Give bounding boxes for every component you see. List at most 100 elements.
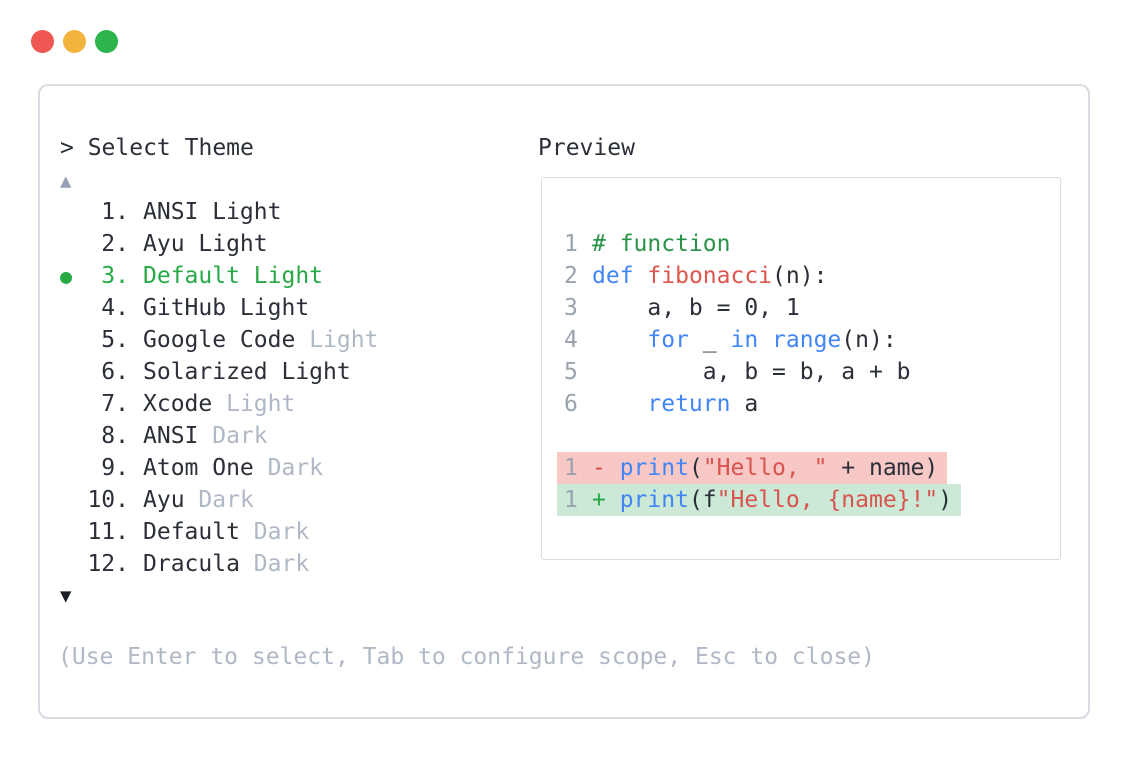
theme-item-name: Default Light	[143, 263, 324, 289]
code-token-diff_plus: +	[592, 487, 620, 513]
theme-item-name: Atom One	[143, 455, 254, 481]
code-token-diff_minus: -	[592, 455, 620, 481]
theme-item-label: Xcode Light	[143, 388, 295, 420]
code-token-function: fibonacci	[647, 263, 773, 289]
code-line-content: 1 + print(f"Hello, {name}!")	[557, 484, 962, 516]
theme-item-variant: Dark	[198, 487, 254, 513]
theme-item-label: Default Dark	[143, 516, 309, 548]
theme-item-name: Default	[143, 519, 240, 545]
line-number: 2	[564, 263, 578, 289]
code-token-plain: a	[730, 391, 759, 417]
window-close-button[interactable]	[31, 30, 54, 53]
theme-item-name: Google Code	[143, 327, 296, 353]
theme-item-variant: Light	[309, 327, 379, 353]
theme-item-name: Ayu	[143, 487, 185, 513]
line-number: 1	[564, 231, 578, 257]
theme-item-label: ANSI Light	[143, 196, 281, 228]
code-line-content: 4 for _ in range(n):	[564, 324, 897, 356]
theme-item-number: 2.	[101, 231, 129, 257]
theme-item-number: 4.	[101, 295, 129, 321]
line-number: 6	[564, 391, 578, 417]
theme-item-number: 10.	[87, 487, 129, 513]
theme-item-label: ANSI Dark	[143, 420, 268, 452]
theme-item-number: 8.	[101, 423, 129, 449]
code-line-content: 2 def fibonacci(n):	[564, 260, 827, 292]
code-line-content: 5 a, b = b, a + b	[564, 356, 911, 388]
code-line: 2 def fibonacci(n):	[564, 260, 1060, 292]
line-number: 5	[564, 359, 578, 385]
theme-item-number: 6.	[101, 359, 129, 385]
theme-item-label: Google Code Light	[143, 324, 378, 356]
code-token-plain: (n):	[772, 263, 828, 289]
code-token-string: "Hello, {name}!"	[716, 487, 939, 513]
theme-item-label: Atom One Dark	[143, 452, 323, 484]
preview-pane-title: Preview	[538, 135, 635, 161]
code-line: 4 for _ in range(n):	[564, 324, 1060, 356]
code-token-plain: (f	[688, 487, 717, 513]
theme-item-variant: Dark	[253, 519, 310, 545]
code-line-diff-removed: 1- print("Hello, " + name)	[557, 452, 1060, 484]
code-token-keyword: print	[619, 455, 689, 481]
window-minimize-button[interactable]	[63, 30, 86, 53]
theme-item-name: Dracula	[143, 551, 240, 577]
theme-item-label: Ayu Light	[143, 228, 268, 260]
code-token-plain: a, b = 0, 1	[592, 295, 800, 321]
select-theme-prompt: > Select Theme	[60, 135, 254, 161]
theme-item-label: Ayu Dark	[143, 484, 254, 516]
theme-item-variant: Dark	[253, 551, 310, 577]
window-zoom-button[interactable]	[95, 30, 118, 53]
theme-item-number: 9.	[101, 455, 129, 481]
code-token-plain: (n):	[841, 327, 897, 353]
line-number: 4	[564, 327, 578, 353]
code-line-diff-added: 1 + print(f"Hello, {name}!")	[557, 484, 1060, 516]
code-line-content: 1- print("Hello, " + name)	[557, 452, 948, 484]
code-line	[564, 420, 1060, 452]
selected-theme-dot-icon: ●	[60, 264, 73, 288]
code-token-plain	[592, 391, 647, 417]
code-token-plain	[758, 327, 772, 353]
theme-item-name: ANSI Light	[143, 199, 282, 225]
code-line: 1 # function	[564, 228, 1060, 260]
theme-item-number: 7.	[101, 391, 129, 417]
code-token-plain: + name)	[827, 455, 939, 481]
theme-item-number: 11.	[87, 519, 129, 545]
code-line-content: 1 # function	[564, 228, 730, 260]
code-token-plain	[634, 263, 648, 289]
code-token-keyword: def	[592, 263, 634, 289]
code-token-plain: a, b = b, a + b	[592, 359, 911, 385]
theme-item-name: Xcode	[143, 391, 213, 417]
scroll-up-icon[interactable]: ▲	[60, 170, 72, 192]
theme-item-variant: Light	[226, 391, 296, 417]
code-line: 3 a, b = 0, 1	[564, 292, 1060, 324]
theme-item-label: GitHub Light	[143, 292, 309, 324]
code-token-keyword: for	[647, 327, 689, 353]
code-token-keyword: in	[730, 327, 759, 353]
theme-item-name: Ayu Light	[143, 231, 268, 257]
theme-item-name: GitHub Light	[143, 295, 310, 321]
theme-item-variant: Dark	[212, 423, 268, 449]
code-line: 6 return a	[564, 388, 1060, 420]
code-token-keyword: return	[647, 391, 731, 417]
theme-item-number: 1.	[101, 199, 129, 225]
code-token-comment: # function	[592, 231, 731, 257]
theme-item-variant: Dark	[267, 455, 324, 481]
theme-item-label: Solarized Light	[143, 356, 351, 388]
theme-item-number: 3.	[101, 263, 129, 289]
line-number: 1	[564, 455, 578, 481]
code-token-keyword: print	[619, 487, 689, 513]
code-token-keyword: range	[772, 327, 842, 353]
theme-item-label: Default Light	[143, 260, 323, 292]
code-token-plain	[592, 327, 647, 353]
code-line: 5 a, b = b, a + b	[564, 356, 1060, 388]
theme-item-label: Dracula Dark	[143, 548, 309, 580]
line-number: 1	[564, 487, 578, 513]
line-number: 3	[564, 295, 578, 321]
theme-item-number: 5.	[101, 327, 129, 353]
keyboard-hint-text: (Use Enter to select, Tab to configure s…	[58, 644, 875, 670]
code-token-string: "Hello, "	[702, 455, 828, 481]
code-token-plain: )	[938, 487, 953, 513]
code-line-content: 6 return a	[564, 388, 758, 420]
scroll-down-icon[interactable]: ▼	[60, 585, 72, 607]
